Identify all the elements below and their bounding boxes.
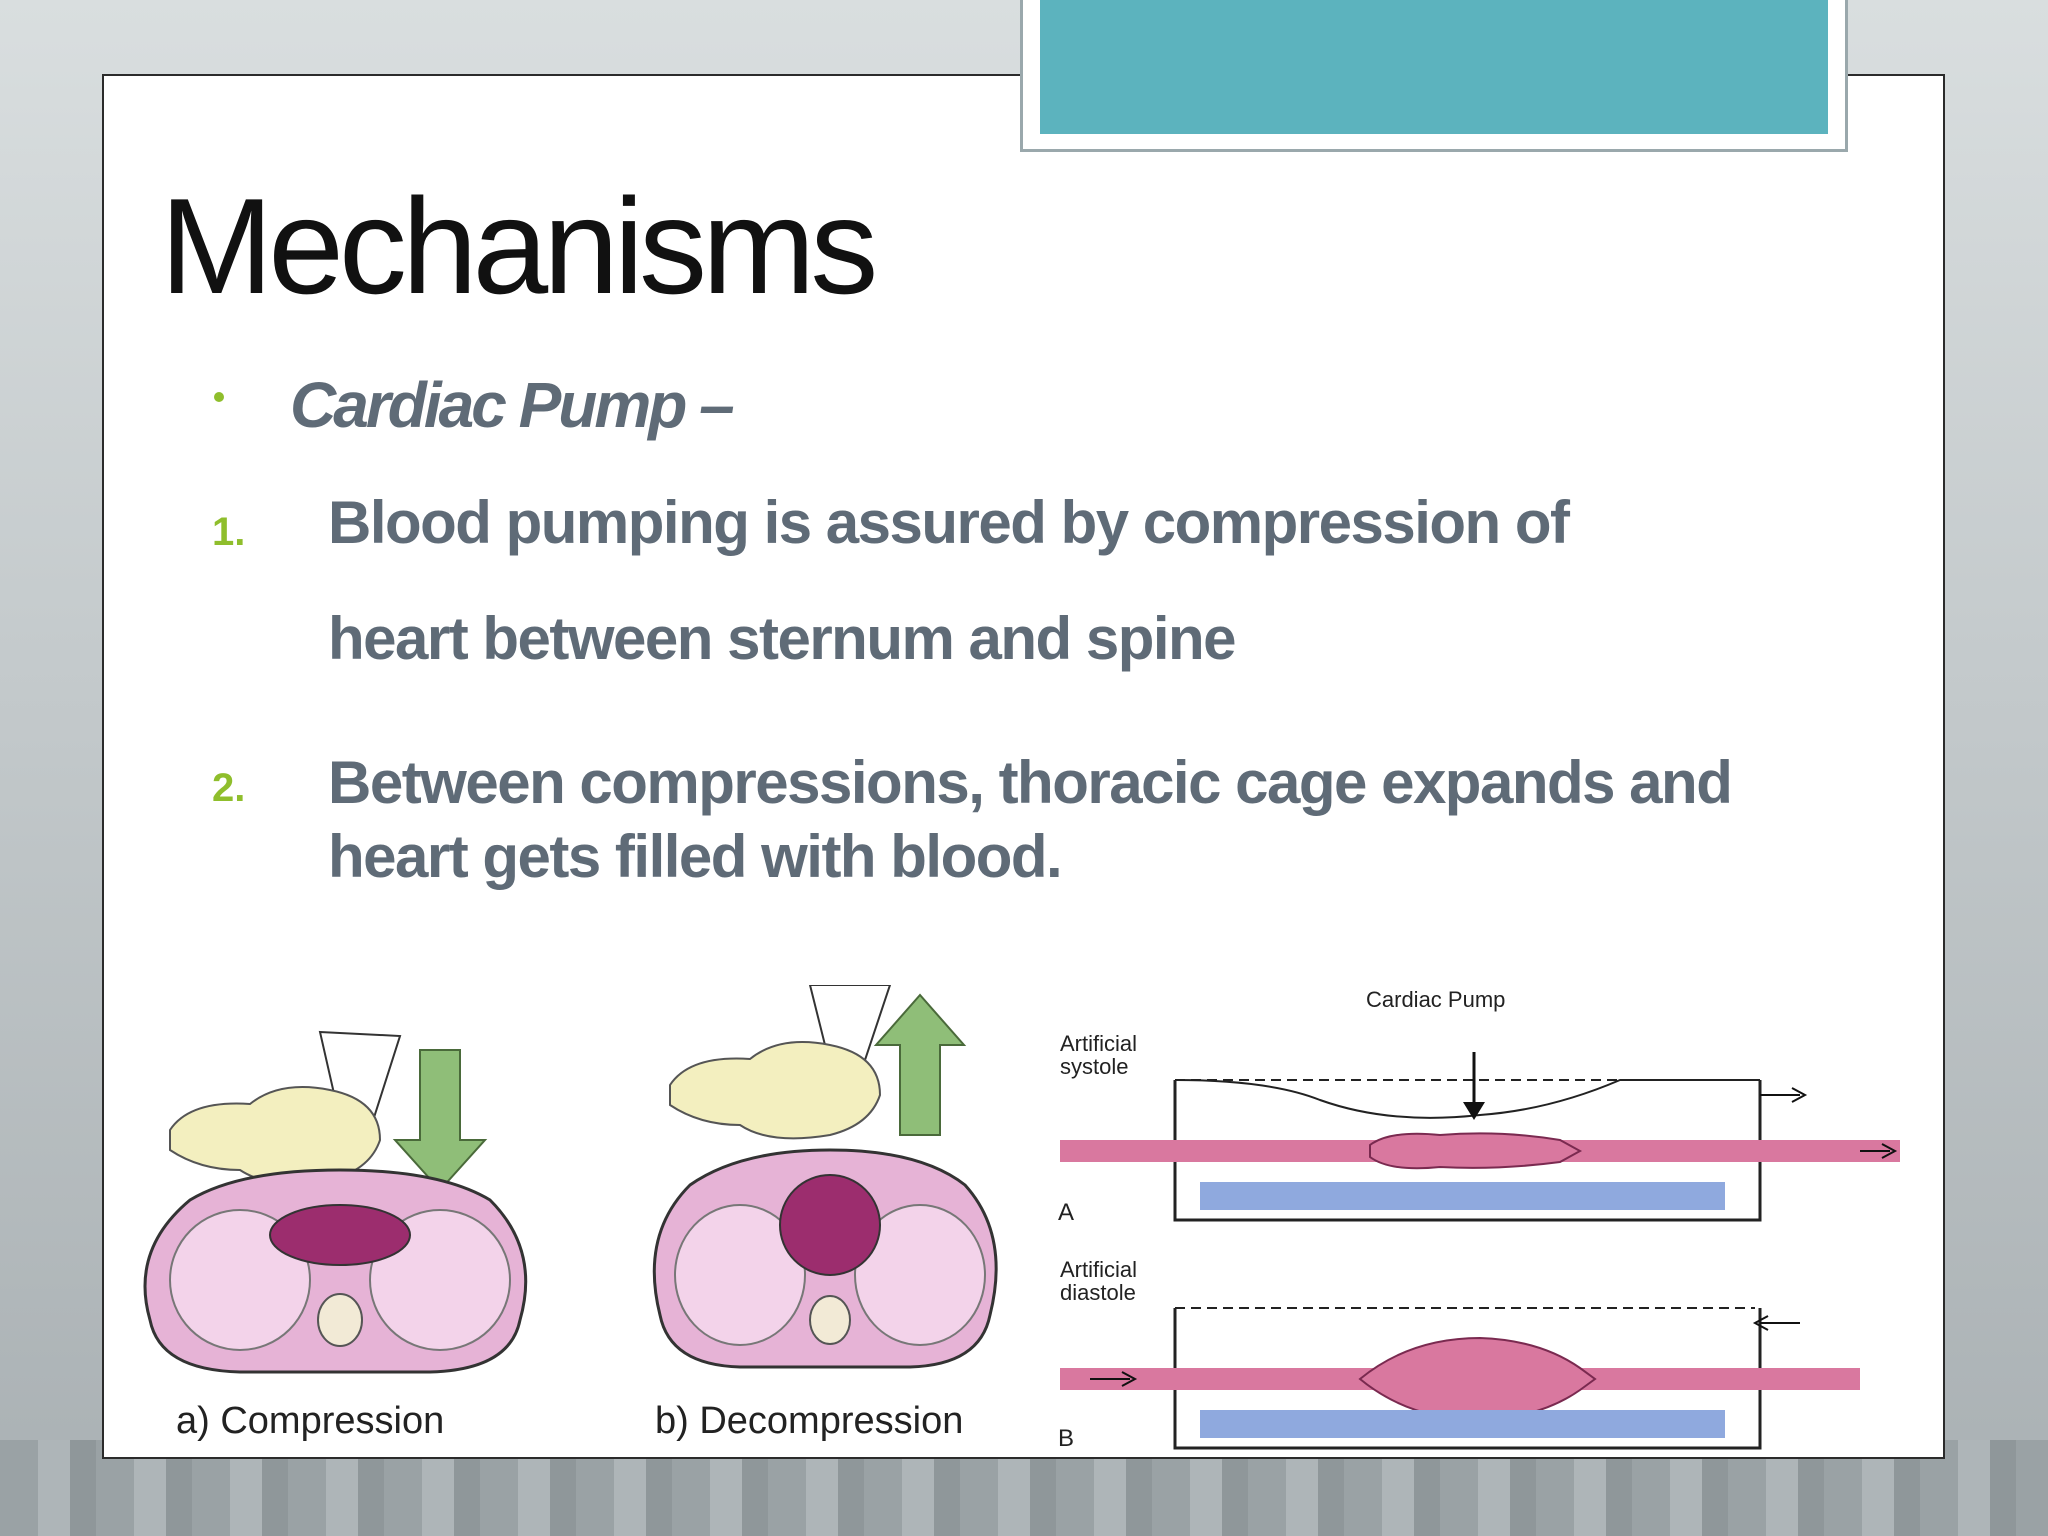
- diagram-title: Cardiac Pump: [1366, 987, 1506, 1012]
- item-number-2: 2.: [212, 766, 246, 810]
- slide-title: Mechanisms: [160, 170, 878, 322]
- arrow-down-icon: [392, 1049, 488, 1192]
- chest-cross-section-icon: [652, 1148, 998, 1369]
- caption-decompression: b) Decompression: [655, 1400, 964, 1442]
- accent-bar: [1040, 0, 1828, 134]
- diastole-label: Artificial diastole: [1060, 1257, 1138, 1306]
- cardiac-pump-schematic: [1060, 1052, 1900, 1450]
- hand-icon: [669, 985, 892, 1140]
- bullet-dot: [214, 392, 224, 402]
- hand-icon: [169, 1030, 402, 1185]
- arrow-up-icon: [873, 993, 967, 1136]
- item-1-line-1: Blood pumping is assured by compression …: [328, 489, 1570, 556]
- subheading: Cardiac Pump –: [290, 369, 735, 441]
- item-2-line-1: Between compressions, thoracic cage expa…: [328, 749, 1733, 816]
- arrow-right-icon: [1090, 1371, 1138, 1387]
- chest-cross-section-icon: [143, 1168, 528, 1374]
- item-2-line-2: heart gets filled with blood.: [328, 823, 1063, 890]
- arrow-right-icon: [1860, 1143, 1898, 1159]
- panel-label-a: A: [1058, 1199, 1075, 1226]
- decompression-illustration: [652, 985, 998, 1369]
- systole-panel: [1060, 1052, 1900, 1222]
- caption-compression: a) Compression: [176, 1400, 445, 1442]
- systole-label: Artificial systole: [1060, 1031, 1138, 1080]
- compression-illustration: [143, 1030, 528, 1374]
- item-1-line-2: heart between sternum and spine: [328, 605, 1237, 672]
- diastole-panel: [1060, 1307, 1860, 1450]
- item-number-1: 1.: [212, 510, 246, 554]
- panel-label-b: B: [1058, 1425, 1075, 1452]
